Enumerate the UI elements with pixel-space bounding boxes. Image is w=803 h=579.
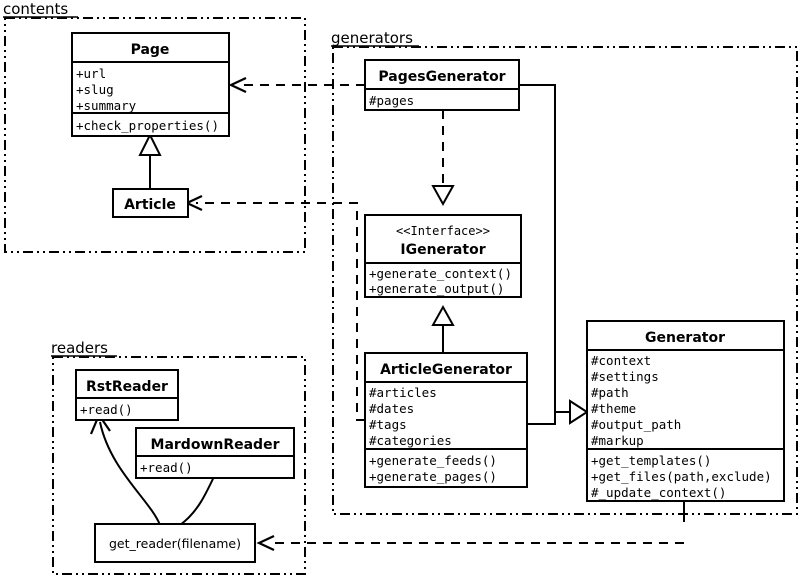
class-generator-name: Generator xyxy=(645,330,725,346)
class-pages-generator-name: PagesGenerator xyxy=(378,69,505,85)
class-article-generator-name: ArticleGenerator xyxy=(380,362,512,378)
relation-pagesgen-uses-page xyxy=(228,77,365,93)
class-rst-reader-method: +read() xyxy=(80,402,133,417)
function-get-reader[interactable]: get_reader(filename) xyxy=(94,523,256,563)
class-generator-attribute: #context xyxy=(591,353,651,368)
class-page-method: +check_properties() xyxy=(76,118,219,133)
class-generator[interactable]: Generator #context #settings #path #them… xyxy=(586,320,785,502)
inheritance-triangle-page xyxy=(138,132,162,156)
class-generator-method: #_update_context() xyxy=(591,485,726,500)
class-generator-attribute: #settings xyxy=(591,369,659,384)
class-pages-generator-attribute: #pages xyxy=(369,93,414,108)
package-readers: readers xyxy=(51,339,306,575)
package-readers-border xyxy=(52,356,306,575)
class-rst-reader-frame xyxy=(75,369,179,421)
class-article-generator-attribute: #articles xyxy=(369,385,437,400)
class-pages-generator[interactable]: PagesGenerator #pages xyxy=(364,59,520,111)
package-contents-border xyxy=(4,17,306,253)
class-page-attribute: +url xyxy=(76,66,106,81)
inheritance-triangle-generator xyxy=(569,399,589,425)
class-pages-generator-frame xyxy=(364,59,520,111)
open-arrowhead-getreader xyxy=(256,535,275,551)
class-igenerator-method: +generate_context() xyxy=(369,266,512,281)
class-page-attribute: +slug xyxy=(76,82,114,97)
function-get-reader-frame xyxy=(94,523,256,563)
package-generators-label: generators xyxy=(331,29,413,47)
relation-pagesgen-extends-generator xyxy=(519,84,570,413)
class-page-frame xyxy=(71,32,230,137)
class-article-frame xyxy=(112,188,189,218)
class-article-generator-attribute: #categories xyxy=(369,433,452,448)
class-article-generator-frame xyxy=(364,352,528,488)
package-contents-label: contents xyxy=(3,0,68,18)
relation-articlegen-realizes-igenerator xyxy=(431,304,455,353)
class-article-generator-attribute: #dates xyxy=(369,401,414,416)
class-generator-method: +get_templates() xyxy=(591,453,711,468)
class-generator-method: +get_files(path,exclude) xyxy=(591,469,772,484)
class-generator-attribute: #output_path xyxy=(591,417,681,432)
function-get-reader-label: get_reader(filename) xyxy=(109,536,241,551)
class-generator-attribute: #path xyxy=(591,385,629,400)
class-igenerator-method: +generate_output() xyxy=(369,281,504,296)
package-contents: contents xyxy=(3,0,306,253)
class-generator-attribute: #theme xyxy=(591,401,636,416)
class-article-generator-attribute: #tags xyxy=(369,417,407,432)
class-mardown-reader[interactable]: MardownReader +read() xyxy=(135,427,295,479)
class-mardown-reader-name: MardownReader xyxy=(151,437,280,453)
class-page-attribute: +summary xyxy=(76,98,137,113)
relation-generator-uses-getreader xyxy=(256,501,685,551)
package-generators: generators xyxy=(331,29,798,515)
class-article-generator[interactable]: ArticleGenerator #articles #dates #tags … xyxy=(364,352,528,488)
inheritance-triangle-igenerator xyxy=(431,304,455,326)
class-igenerator-stereotype: <<Interface>> xyxy=(396,224,490,238)
open-arrowhead-page xyxy=(228,77,247,93)
relation-pagesgen-realizes-igenerator xyxy=(431,110,455,207)
relation-article-extends-page xyxy=(138,132,162,190)
class-rst-reader[interactable]: RstReader +read() xyxy=(75,369,179,421)
class-rst-reader-name: RstReader xyxy=(86,379,168,395)
class-mardown-reader-method: +read() xyxy=(140,460,193,475)
class-article-generator-method: +generate_pages() xyxy=(369,469,497,484)
open-arrowhead-article xyxy=(184,195,203,211)
class-igenerator-frame xyxy=(364,214,522,298)
class-generator-attribute: #markup xyxy=(591,433,644,448)
class-article[interactable]: Article xyxy=(112,188,189,218)
class-igenerator-name: IGenerator xyxy=(400,242,485,258)
class-igenerator[interactable]: <<Interface>> IGenerator +generate_conte… xyxy=(364,214,522,298)
class-page[interactable]: Page +url +slug +summary +check_properti… xyxy=(71,32,230,137)
relation-articlegen-uses-article xyxy=(184,195,365,421)
class-page-name: Page xyxy=(131,42,170,58)
package-readers-label: readers xyxy=(51,339,108,357)
relation-articlegen-extends-generator xyxy=(527,412,556,425)
class-mardown-reader-frame xyxy=(135,427,295,479)
package-generators-border xyxy=(332,46,798,515)
class-article-generator-method: +generate_feeds() xyxy=(369,453,497,468)
realization-triangle-igenerator xyxy=(431,185,455,207)
class-article-name: Article xyxy=(124,197,176,213)
